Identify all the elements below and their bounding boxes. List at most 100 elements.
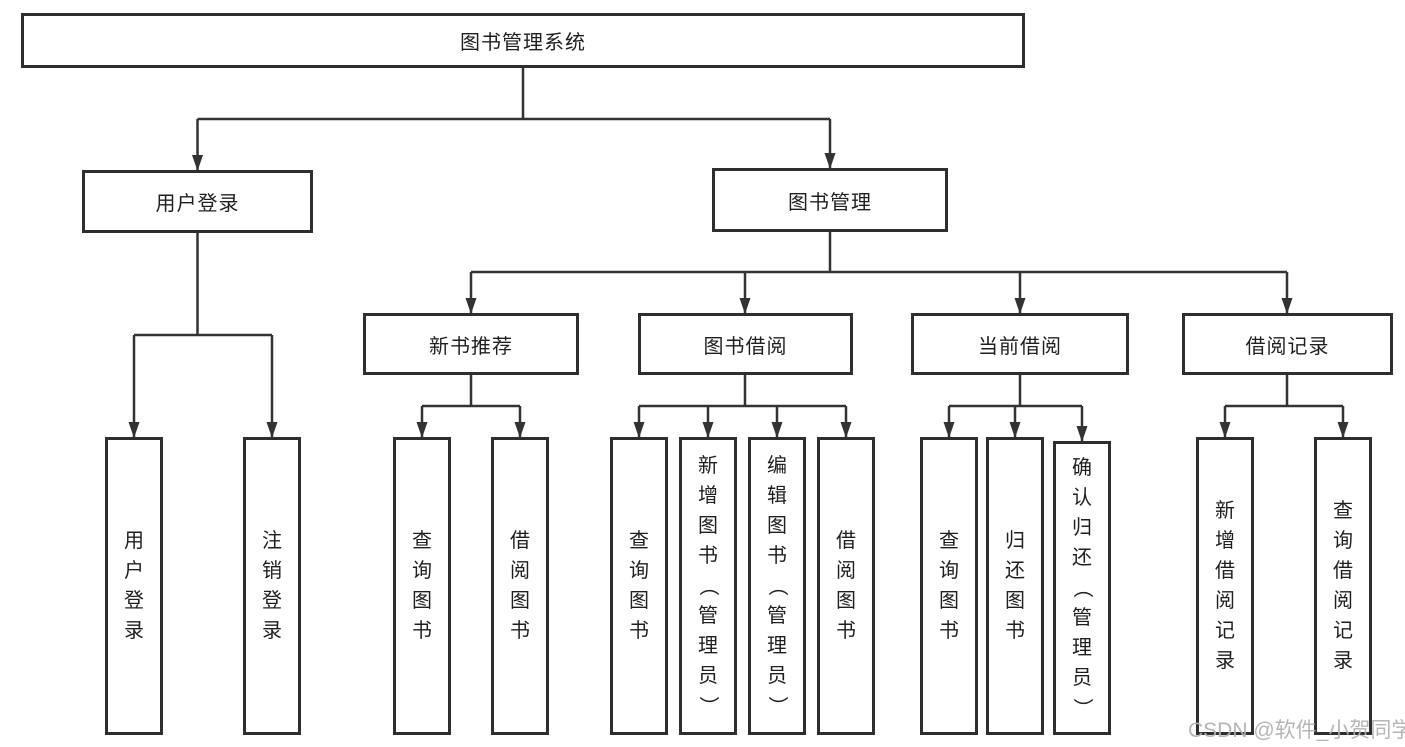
node-label: 查询图书 [396,440,448,732]
vertical-char: 书 [939,620,959,642]
leaf-return-books: 归还图书 [986,437,1044,735]
vertical-char: 查 [412,530,432,552]
vertical-char: 录 [262,620,282,642]
vertical-char: 管 [698,605,718,627]
vertical-char: 阅 [1215,590,1235,612]
leaf-query-borrow-record: 查询借阅记录 [1314,437,1372,735]
vertical-char: 增 [698,485,718,507]
vertical-char: 书 [767,545,787,567]
vertical-char: 新 [698,455,718,477]
vertical-char: 查 [939,530,959,552]
vertical-char: 员 [1072,667,1092,689]
node-label: 归还图书 [989,440,1041,732]
node-label: 查询图书 [613,440,665,732]
node-label: 编辑图书（管理员） [751,440,803,732]
vertical-char: 书 [836,620,856,642]
node-label: 借阅图书 [820,440,872,732]
leaf-add-borrow-record: 新增借阅记录 [1196,437,1254,735]
vertical-char: 录 [124,620,144,642]
vertical-char: 录 [1215,650,1235,672]
vertical-char: 还 [1072,547,1092,569]
vertical-char: ） [766,696,788,716]
vertical-char: 借 [836,530,856,552]
vertical-char: 归 [1072,517,1092,539]
vertical-char: 图 [510,590,530,612]
vertical-char: 还 [1005,560,1025,582]
vertical-char: 记 [1333,620,1353,642]
vertical-char: 管 [767,605,787,627]
node-book-management: 图书管理 [712,168,948,232]
vertical-char: 书 [698,545,718,567]
vertical-char: （ [1071,578,1093,598]
leaf-borrow-books-recommend: 借阅图书 [491,437,549,735]
vertical-char: 理 [1072,637,1092,659]
node-label: 新增借阅记录 [1199,440,1251,732]
node-borrowing-records: 借阅记录 [1182,313,1393,375]
vertical-char: 登 [262,590,282,612]
vertical-char: 图 [836,590,856,612]
vertical-char: 管 [1072,607,1092,629]
vertical-char: 员 [767,665,787,687]
vertical-char: 查 [629,530,649,552]
vertical-char: 注 [262,530,282,552]
leaf-edit-book-admin: 编辑图书（管理员） [748,437,806,735]
vertical-char: 书 [1005,620,1025,642]
node-book-borrowing: 图书借阅 [638,313,853,375]
node-label: 用户登录 [108,440,160,732]
vertical-char: 询 [412,560,432,582]
vertical-char: （ [697,576,719,596]
node-label: 图书管理系统 [460,32,586,54]
node-label: 借阅记录 [1245,335,1330,358]
vertical-char: 询 [629,560,649,582]
leaf-borrow-books: 借阅图书 [817,437,875,735]
node-library-management-system: 图书管理系统 [21,13,1025,68]
vertical-char: 销 [262,560,282,582]
vertical-char: 户 [124,560,144,582]
leaf-query-books-recommend: 查询图书 [393,437,451,735]
csdn-watermark: CSDN @软件_小贺同学 [1188,719,1405,742]
vertical-char: ） [697,696,719,716]
vertical-char: 图 [1005,590,1025,612]
node-label: 新增图书（管理员） [682,440,734,732]
vertical-char: 理 [767,635,787,657]
vertical-char: （ [766,576,788,596]
vertical-char: 阅 [510,560,530,582]
vertical-char: 理 [698,635,718,657]
vertical-char: 新 [1215,500,1235,522]
node-label: 当前借阅 [978,335,1062,358]
node-label: 查询图书 [923,440,975,732]
vertical-char: 阅 [836,560,856,582]
vertical-char: 图 [629,590,649,612]
vertical-char: 增 [1215,530,1235,552]
node-label: 确认归还（管理员） [1056,444,1108,732]
vertical-char: 归 [1005,530,1025,552]
vertical-char: ） [1071,698,1093,718]
node-label: 借阅图书 [494,440,546,732]
vertical-char: 书 [510,620,530,642]
vertical-char: 阅 [1333,590,1353,612]
node-label: 新书推荐 [429,335,513,358]
node-new-book-recommendation: 新书推荐 [363,313,579,375]
vertical-char: 查 [1333,500,1353,522]
leaf-query-books-borrow: 查询图书 [610,437,668,735]
vertical-char: 记 [1215,620,1235,642]
leaf-add-book-admin: 新增图书（管理员） [679,437,737,735]
node-label: 注销登录 [246,440,298,732]
leaf-query-books-current: 查询图书 [920,437,978,735]
node-label: 查询借阅记录 [1317,440,1369,732]
vertical-char: 录 [1333,650,1353,672]
vertical-char: 图 [412,590,432,612]
node-label: 用户登录 [155,193,240,215]
vertical-char: 书 [629,620,649,642]
vertical-char: 借 [510,530,530,552]
vertical-char: 登 [124,590,144,612]
leaf-confirm-return-admin: 确认归还（管理员） [1053,441,1111,735]
vertical-char: 员 [698,665,718,687]
vertical-char: 图 [939,590,959,612]
vertical-char: 询 [939,560,959,582]
vertical-char: 图 [767,515,787,537]
node-user-login: 用户登录 [82,170,313,233]
vertical-char: 确 [1072,457,1092,479]
